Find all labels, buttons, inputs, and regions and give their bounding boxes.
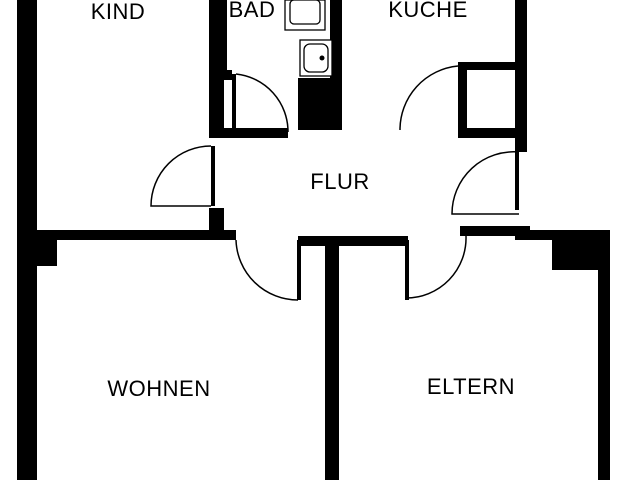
doors <box>150 65 520 301</box>
wall-bad-bottom <box>298 78 342 130</box>
wall-wohnen-eltern <box>325 236 339 480</box>
room-label-bad: BAD <box>229 0 276 22</box>
door-swing-icon <box>399 65 462 131</box>
wall-flur-bottom-mid <box>298 236 408 246</box>
walls <box>17 0 610 480</box>
wall-bad-left <box>215 0 227 78</box>
room-label-wohnen: WOHNEN <box>107 376 210 401</box>
wall-kind-bottom <box>17 230 224 240</box>
wall-corner-right <box>552 230 610 270</box>
door-swing-icon <box>405 235 467 300</box>
room-label-flur: FLUR <box>310 169 369 194</box>
wall-outer-right <box>598 230 610 480</box>
door-swing-icon <box>451 151 520 215</box>
wall-flur-bottom-right <box>460 226 530 236</box>
door-swing-icon <box>235 239 301 301</box>
wall-kueche-left-stub <box>458 62 467 138</box>
room-label-kueche: KÜCHE <box>388 0 468 22</box>
wall-kueche-right <box>515 0 527 152</box>
wall-corner-left <box>17 230 57 266</box>
door-swing-icon <box>232 73 289 133</box>
wall-bad-left-return <box>215 70 232 80</box>
room-label-kind: KIND <box>91 0 146 24</box>
door-swing-icon <box>150 145 215 207</box>
wall-flur-top-left <box>224 128 288 138</box>
room-label-eltern: ELTERN <box>427 374 515 399</box>
toilet-icon <box>299 39 333 77</box>
wall-flur-bottom-left <box>224 230 236 240</box>
bathtub-icon <box>284 0 326 31</box>
wall-flur-top-right <box>466 128 527 138</box>
wall-kueche-right-top <box>460 62 527 70</box>
